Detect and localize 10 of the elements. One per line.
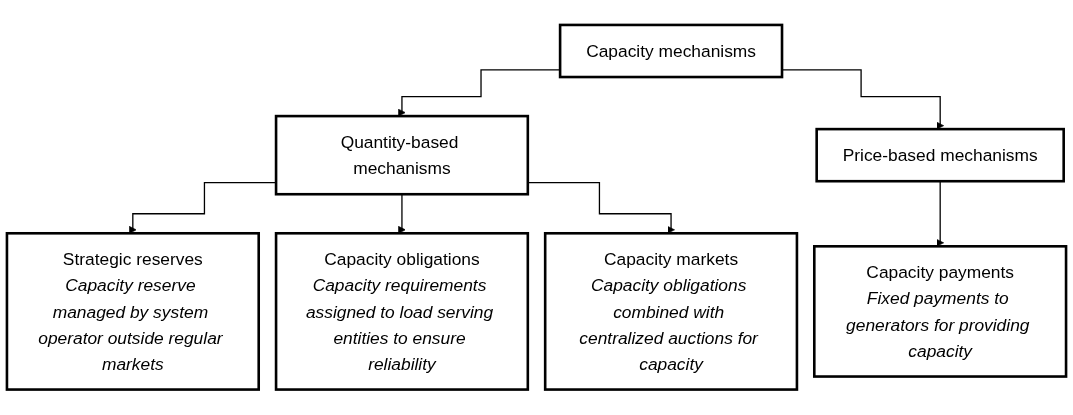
node-box: Capacity mechanisms [558,23,784,79]
node-box: Price-based mechanisms [815,128,1065,183]
arrow [398,69,561,117]
node-box: Capacity markets Capacity obligations combined with centralized auctions for capacity [543,232,799,392]
node-box: Capacity payments Fixed payments to generators for providing capacity [813,245,1068,379]
arrow [527,182,675,234]
arrow [129,182,277,234]
node-box: Strategic reserves Capacity reserve managed by system operator outside regular markets [5,232,260,392]
node-box: Capacity obligations Capacity requirements assigned to load serving entities to ensure reliability [274,232,530,392]
node-box: Quantity-based mechanisms [274,115,530,196]
